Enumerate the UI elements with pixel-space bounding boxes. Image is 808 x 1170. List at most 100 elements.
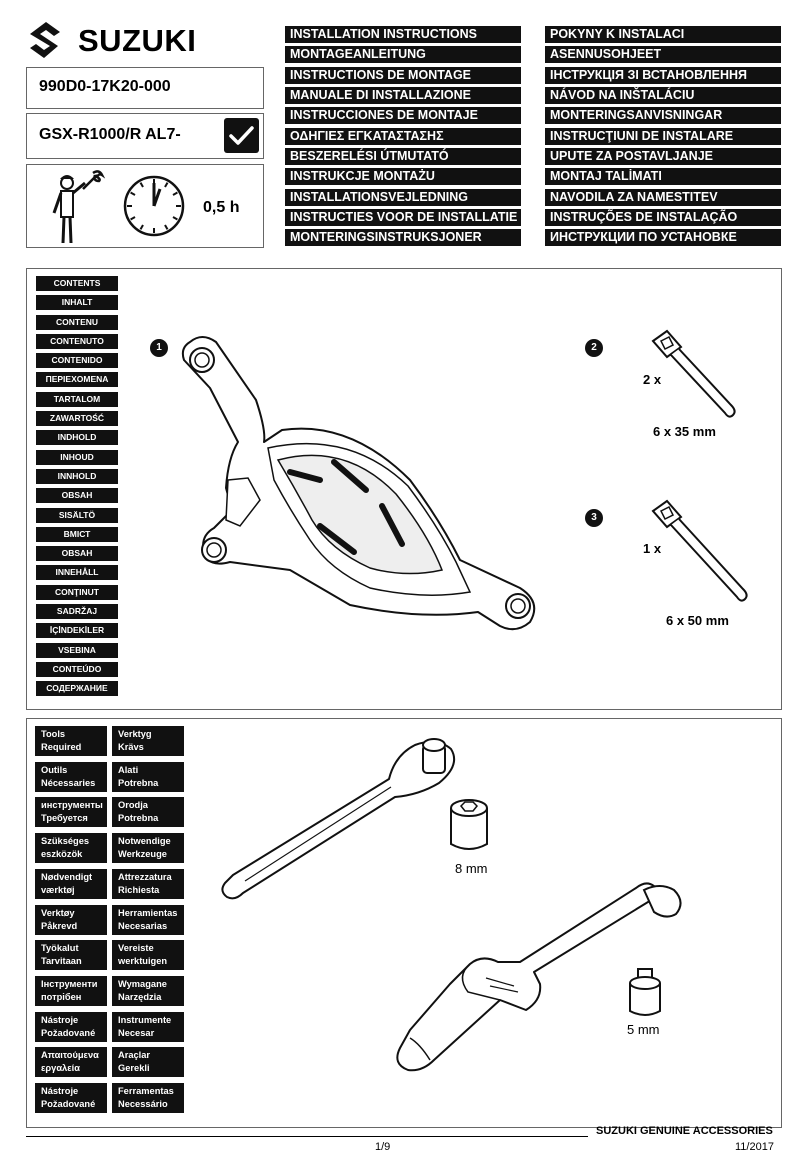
bracket-drawing	[181, 336, 536, 631]
tools-label-line: Требуется	[41, 813, 88, 824]
tools-label-line: Alati	[118, 764, 139, 775]
footer-brand: SUZUKI GENUINE ACCESSORIES	[596, 1125, 773, 1137]
title-label: INSTRUKCJE MONTAŻU	[285, 168, 521, 186]
contents-label: CONTENUTO	[36, 333, 118, 349]
part-badge-3: 3	[585, 509, 603, 527]
title-list-left: INSTALLATION INSTRUCTIONS MONTAGEANLEITUN…	[285, 26, 521, 250]
contents-label: CONTEÚDO	[36, 661, 118, 677]
tools-label-line: Ferramentas	[118, 1086, 174, 1096]
contents-label: OBSAH	[36, 546, 118, 562]
tools-label-line: Outils	[41, 764, 68, 775]
title-label: INSTALLATION INSTRUCTIONS	[285, 26, 521, 43]
socket-8mm-label: 8 mm	[455, 861, 488, 876]
tools-label-line: Påkrevd	[41, 920, 78, 931]
title-label: NAVODILA ZA NAMESTITEV	[545, 188, 781, 206]
contents-label: ВМІСТ	[36, 526, 118, 542]
tools-label-line: Necessário	[118, 1099, 168, 1109]
tools-label-line: Nástroje	[41, 1014, 79, 1025]
tools-label-line: Herramientas	[118, 907, 178, 918]
title-label: ИНСТРУКЦИИ ПО УСТАНОВКЕ	[545, 229, 781, 247]
tools-label-line: Nécessaries	[41, 777, 96, 788]
tools-label-line: værktøj	[41, 884, 75, 895]
mechanic-icon	[52, 170, 106, 244]
tools-required-label: Szükséges eszközök	[35, 833, 107, 864]
tools-label-line: Krävs	[118, 742, 144, 752]
tools-label-line: eszközök	[41, 849, 83, 860]
socket-8mm-drawing	[450, 799, 488, 850]
title-label: MANUALE DI INSTALLAZIONE	[285, 87, 521, 105]
tools-label-line: Požadované	[41, 1027, 96, 1038]
tools-label-line: Nødvendigt	[41, 871, 93, 882]
tools-label-line: Gerekli	[118, 1063, 150, 1074]
title-label: INSTRUÇÕES DE INSTALAÇÃO	[545, 209, 781, 227]
tools-label-line: инструменты	[41, 800, 103, 811]
contents-label: SISÄLTÖ	[36, 507, 118, 523]
contents-label: İÇİNDEKİLER	[36, 623, 118, 639]
contents-label: INNEHÅLL	[36, 565, 118, 581]
socket-5mm-label: 5 mm	[627, 1022, 660, 1037]
tools-label-line: Požadované	[41, 1099, 96, 1109]
contents-label: INHALT	[36, 295, 118, 311]
tools-label-line: Tools	[41, 729, 66, 739]
tools-label-line: Attrezzatura	[118, 871, 172, 882]
tools-label-line: Wymagane	[118, 978, 167, 989]
tools-label-line: Werkzeuge	[118, 849, 167, 860]
title-label: INSTALLATIONSVEJLEDNING	[285, 188, 521, 206]
tools-label-line: потрібен	[41, 991, 82, 1002]
tools-label-line: εργαλεία	[41, 1063, 80, 1074]
contents-label: OBSAH	[36, 488, 118, 504]
title-label: NÁVOD NA INŠTALÁCIU	[545, 87, 781, 105]
suzuki-s-logo-icon	[30, 22, 60, 58]
tools-label-line: Szükséges	[41, 836, 90, 847]
brand-logo: SUZUKI	[26, 20, 236, 60]
tools-label-line: Notwendige	[118, 836, 171, 847]
checkmark-icon	[229, 126, 254, 145]
tools-label-line: Richiesta	[118, 884, 160, 895]
contents-label: TARTALOM	[36, 391, 118, 407]
contents-label: VSEBINA	[36, 642, 118, 658]
installation-time: 0,5 h	[203, 199, 240, 216]
title-label: MONTERINGSINSTRUKSJONER	[285, 229, 521, 247]
contents-label: INHOUD	[36, 449, 118, 465]
part-2-size: 6 x 35 mm	[653, 424, 716, 439]
title-label: ΟΔΗΓΙΕΣ ΕΓΚΑΤΑΣΤΑΣΗΣ	[285, 127, 521, 145]
title-label: MONTERINGSANVISNINGAR	[545, 107, 781, 125]
tools-label-line: Verktøy	[41, 907, 75, 918]
contents-label: INNHOLD	[36, 468, 118, 484]
contents-label: SADRŽAJ	[36, 604, 118, 620]
contents-label: CONTENU	[36, 314, 118, 330]
part-3-size: 6 x 50 mm	[666, 613, 729, 628]
tools-label-line: Työkalut	[41, 943, 79, 954]
bolt-35mm-drawing	[651, 329, 736, 418]
tools-label-line: Instrumente	[118, 1014, 172, 1025]
contents-label: СОДЕРЖАНИЕ	[36, 681, 118, 697]
title-label: ІНСТРУКЦІЯ ЗІ ВСТАНОВЛЕННЯ	[545, 66, 781, 84]
title-label: MONTAJ TALİMATI	[545, 168, 781, 186]
ratchet-wrench-drawing	[221, 738, 455, 900]
tools-label-line: Nástroje	[41, 1086, 79, 1096]
tools-label-line: Tarvitaan	[41, 956, 82, 967]
title-label: POKYNY K INSTALACI	[545, 26, 781, 43]
part-number: 990D0-17K20-000	[39, 78, 171, 95]
clock-icon	[123, 175, 185, 237]
title-label: INSTRUCCIONES DE MONTAJE	[285, 107, 521, 125]
title-label: MONTAGEANLEITUNG	[285, 46, 521, 64]
contents-label: CONTENIDO	[36, 353, 118, 369]
